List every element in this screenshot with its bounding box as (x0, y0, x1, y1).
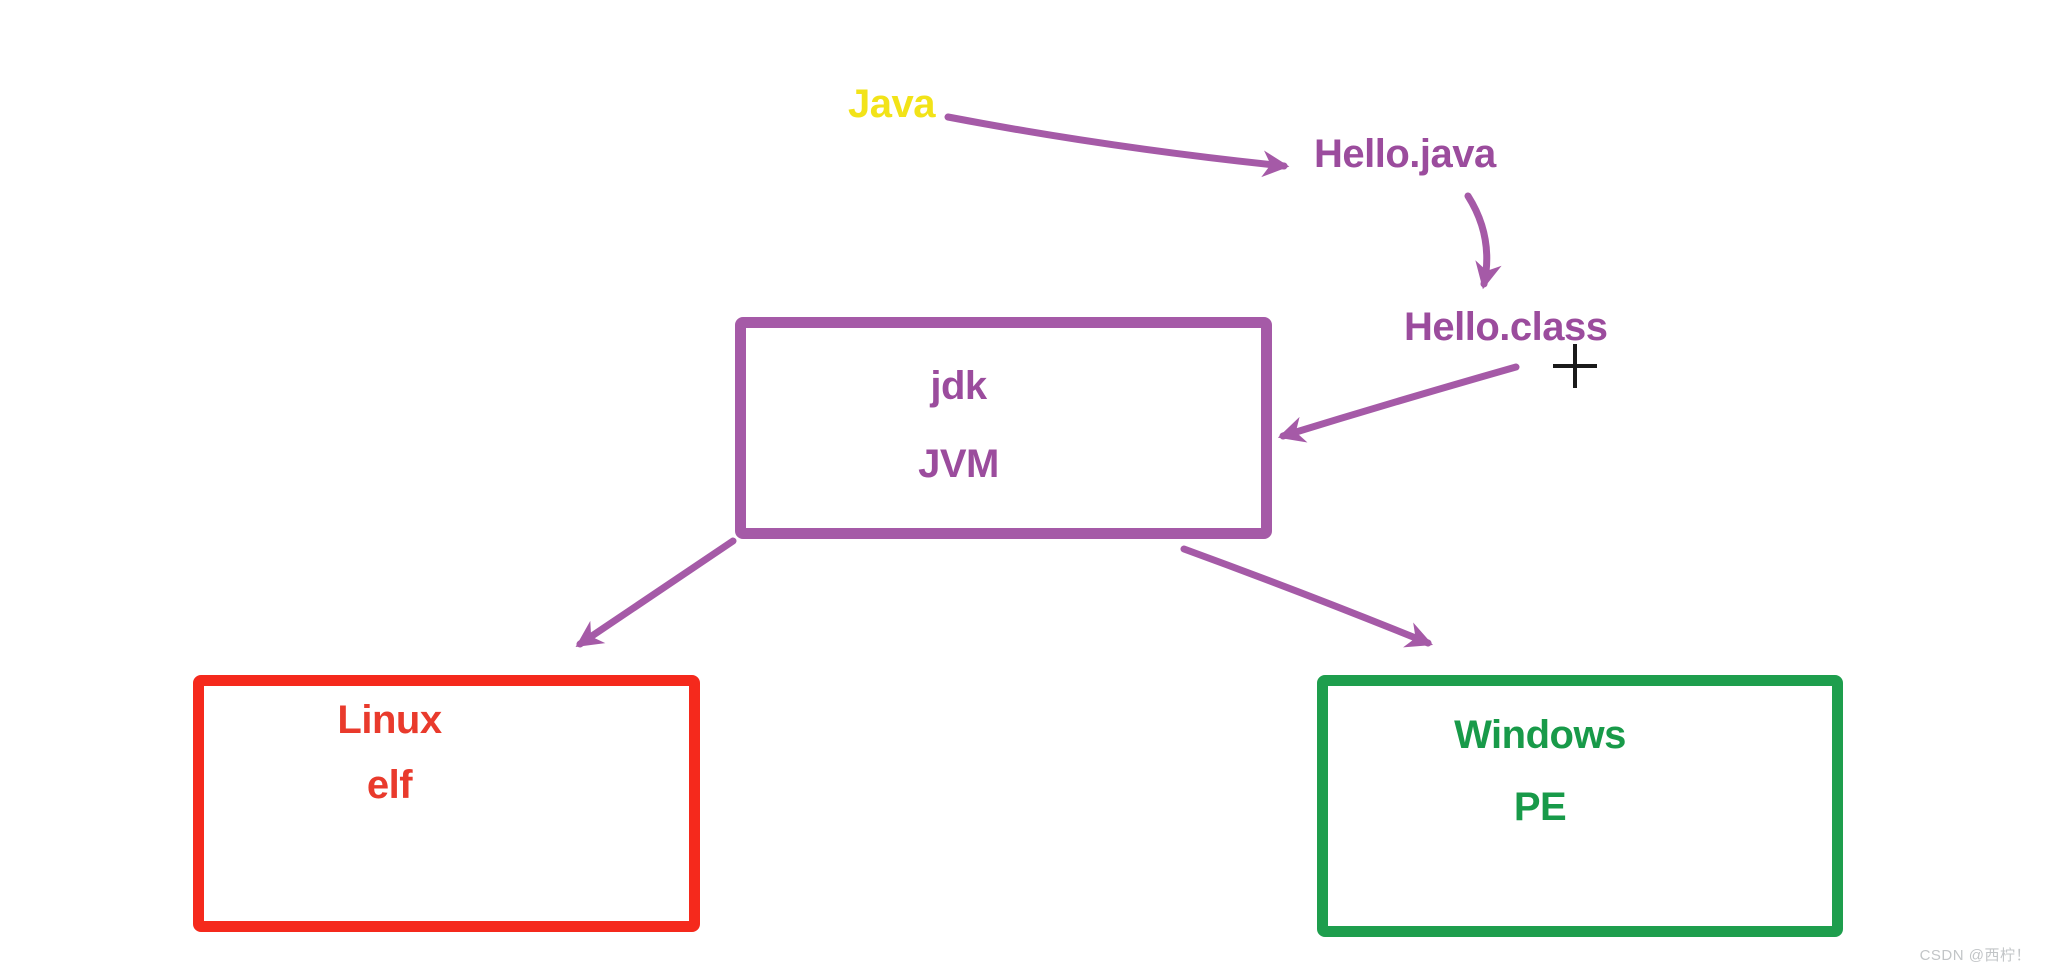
java-label: Java (848, 82, 935, 126)
linux-box-line2: elf (366, 763, 413, 807)
arrow-hellojava-to-helloclass (1464, 192, 1502, 290)
jvm-box-line1: jdk (930, 364, 987, 408)
windows-box: Windows PE (1317, 675, 1843, 937)
arrow-jvmbox-to-linuxbox (575, 537, 737, 648)
crosshair-cursor-icon (1553, 344, 1597, 388)
windows-box-line2: PE (1513, 785, 1567, 829)
jvm-box-line2: JVM (918, 442, 999, 486)
hello-java-label: Hello.java (1314, 132, 1496, 176)
crosshair-v-bar (1573, 344, 1577, 388)
arrow-jvmbox-to-windowsbox (1180, 545, 1433, 648)
jvm-box: jdk JVM (735, 317, 1272, 539)
linux-box-line1: Linux (337, 698, 442, 742)
watermark: CSDN @西柠！ (1919, 947, 2031, 964)
arrow-java-to-hellojava (944, 113, 1290, 178)
linux-box: Linux elf (193, 675, 700, 932)
windows-box-line1: Windows (1454, 713, 1626, 757)
hello-class-label: Hello.class (1404, 305, 1608, 349)
arrow-helloclass-to-jvmbox (1277, 363, 1520, 443)
